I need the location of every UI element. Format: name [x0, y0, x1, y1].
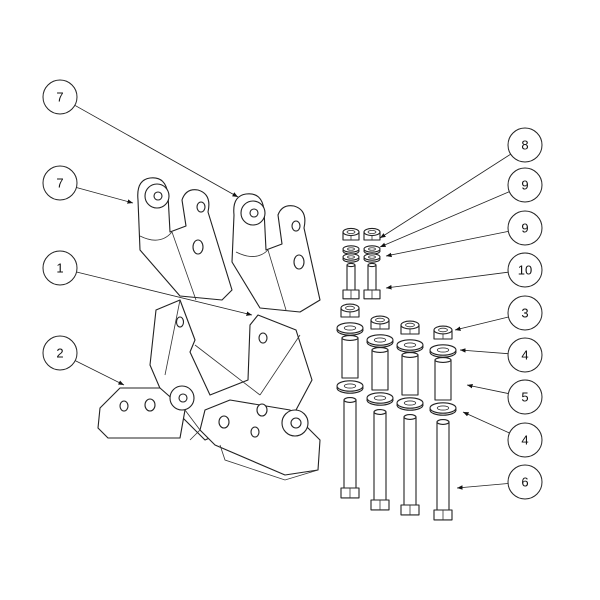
washer-large [366, 392, 394, 406]
callout-label: 2 [56, 346, 63, 361]
callout-1: 1 [42, 250, 78, 286]
callout-label: 9 [521, 221, 528, 236]
callout-circle [507, 379, 543, 415]
bolt-small [342, 262, 360, 300]
callout-circle [507, 295, 543, 331]
washer-small [363, 245, 381, 255]
leader-line [379, 191, 510, 248]
spacer-sleeve [341, 335, 359, 379]
callout-8: 8 [507, 127, 543, 163]
leader-lines [74, 104, 511, 490]
leader-line [75, 360, 125, 386]
spacer-sleeve [434, 357, 452, 401]
callout-4-top: 4 [507, 337, 543, 373]
bolt-large [433, 419, 453, 521]
callout-label: 9 [521, 178, 528, 193]
callout-circle [42, 79, 78, 115]
washer-large [429, 344, 457, 358]
callout-5: 5 [507, 379, 543, 415]
spacer-sleeve [401, 352, 419, 396]
washer-large [336, 380, 364, 394]
leader-line [379, 153, 511, 239]
leader-line [385, 271, 509, 290]
lock-nut-large [400, 320, 420, 335]
washer-small [363, 253, 381, 263]
lock-nut-small [363, 227, 381, 241]
washer-large [366, 334, 394, 348]
callout-label: 7 [56, 90, 63, 105]
callout-circle [507, 210, 543, 246]
callout-circle [507, 127, 543, 163]
callout-7-top: 7 [42, 79, 78, 115]
shackle-bracket-right [231, 193, 321, 313]
washer-small [342, 253, 360, 263]
shackle-bracket-left [137, 177, 233, 301]
washer-large [396, 397, 424, 411]
bolt-large [370, 409, 390, 511]
leader-line [76, 187, 134, 204]
callout-label: 4 [521, 433, 528, 448]
callout-label: 1 [56, 261, 63, 276]
leader-line [462, 411, 510, 434]
lock-nut-small [342, 227, 360, 241]
callout-balloons: 7 7 1 2 8 9 9 10 3 4 5 4 6 [42, 79, 543, 500]
callout-label: 8 [521, 138, 528, 153]
callout-circle [507, 252, 543, 288]
callout-label: 7 [56, 176, 63, 191]
callout-circle [42, 335, 78, 371]
washer-large [429, 402, 457, 416]
bolt-large [400, 414, 420, 516]
lower-mount-bracket [97, 385, 321, 481]
callout-10: 10 [507, 252, 543, 288]
callout-label: 5 [521, 390, 528, 405]
callout-3: 3 [507, 295, 543, 331]
callout-circle [42, 250, 78, 286]
callout-7: 7 [42, 165, 78, 201]
callout-label: 4 [521, 348, 528, 363]
lock-nut-large [340, 303, 360, 318]
bolt-small [363, 262, 381, 300]
washer-large [396, 339, 424, 353]
spacer-sleeve [371, 347, 389, 391]
hardware-set [336, 227, 457, 521]
callout-circle [507, 337, 543, 373]
callout-label: 6 [521, 475, 528, 490]
leader-line [385, 230, 509, 258]
callout-2: 2 [42, 335, 78, 371]
callout-9-top: 9 [507, 167, 543, 203]
callout-label: 3 [521, 306, 528, 321]
leader-line [466, 383, 509, 394]
leader-line [456, 483, 509, 490]
callout-circle [507, 464, 543, 500]
callout-circle [507, 167, 543, 203]
leader-line [74, 104, 239, 198]
callout-circle [42, 165, 78, 201]
callout-circle [507, 422, 543, 458]
leader-line [459, 348, 509, 355]
leader-line [454, 316, 509, 331]
callout-6: 6 [507, 464, 543, 500]
leader-line [76, 271, 253, 316]
washer-small [342, 245, 360, 255]
bolt-large [340, 397, 360, 499]
callout-label: 10 [518, 263, 532, 278]
callout-9: 9 [507, 210, 543, 246]
callout-4: 4 [507, 422, 543, 458]
lock-nut-large [370, 315, 390, 330]
washer-large [336, 322, 364, 336]
lock-nut-large [433, 325, 453, 340]
